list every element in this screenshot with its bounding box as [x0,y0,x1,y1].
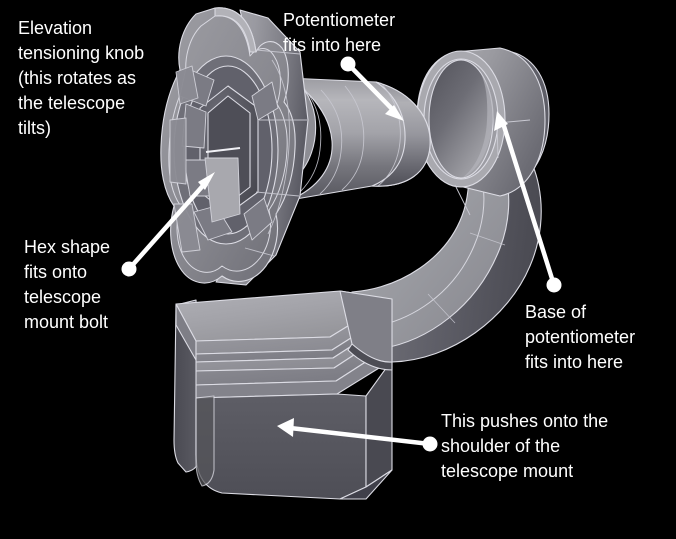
annotation-potentiometer-fits-into-here: Potentiometer fits into here [283,10,396,55]
knob-lobe-panels [169,65,201,253]
shaft-rib-lines [299,82,401,195]
leader-hex [121,172,215,277]
annotation-pushes-onto-shoulder: This pushes onto the shoulder of the tel… [441,411,609,481]
annotation-hex-shape-fits-onto-bolt: Hex shape fits onto telescope mount bolt [24,237,111,332]
base-bottom-edge [339,469,393,500]
arm-elbow-underside [347,343,393,371]
knob-top-cap [214,7,257,53]
base-front-face [195,393,367,500]
knob-slot-line [205,147,241,153]
part-ring-boss [416,47,550,216]
base-front-column [195,395,215,487]
ring-bore-highlight [462,72,494,178]
leader-shoulder [277,418,438,452]
leader-potentiometer [340,56,404,121]
knob-thickness-lines [244,49,307,257]
part-knob [160,7,309,286]
annotation-base-of-potentiometer: Base of potentiometer fits into here [525,302,636,372]
part-base-block [173,290,393,500]
annotation-leaders [121,56,562,452]
knob-lobe-outline [168,15,288,273]
annotation-elevation-tensioning-knob: Elevation tensioning knob (this rotates … [18,18,145,138]
leader-base [494,111,562,293]
